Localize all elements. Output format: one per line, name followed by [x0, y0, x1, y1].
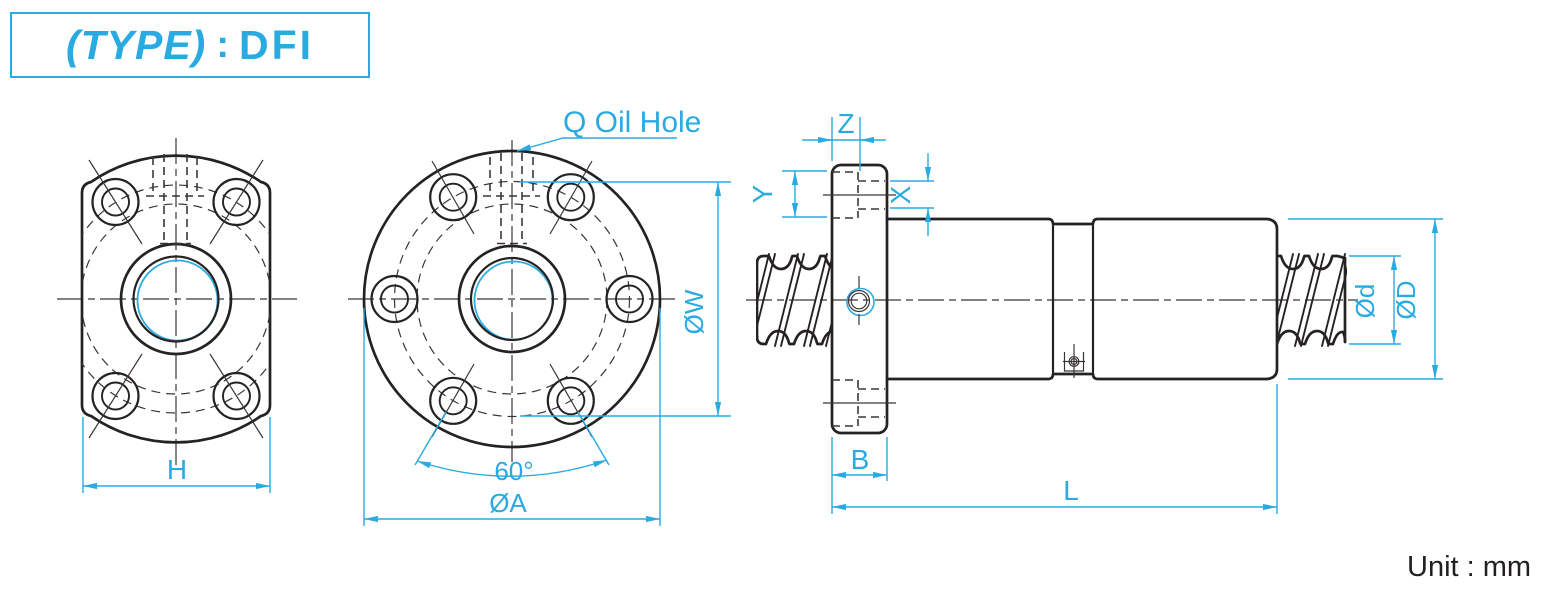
bolt-holes [88, 159, 264, 439]
dim-label-y: Y [747, 184, 778, 203]
screw-thread-left [756, 253, 833, 347]
thread-flank-lines [1277, 253, 1347, 347]
dim-label-x: X [885, 185, 916, 204]
y-dimension: Y [747, 170, 827, 218]
dim-label-w: ØW [679, 289, 709, 334]
type-title-box: (TYPE) : DFI [10, 12, 370, 78]
screw-thread-right [1277, 253, 1347, 347]
d-big-dimension: ØD [1288, 218, 1443, 380]
dim-label-b: B [851, 444, 870, 475]
model-name: DFI [239, 21, 315, 68]
z-dimension: Z [802, 108, 886, 171]
dim-label-l: L [1063, 475, 1079, 506]
d-small-dimension: Ød [1349, 255, 1401, 345]
left-side-view: H [57, 138, 297, 493]
l-dimension: L [831, 384, 1278, 514]
nut-body-outline [885, 217, 1279, 381]
groove-wall-edges [1051, 224, 1095, 374]
w-dimension: ØW [520, 181, 731, 417]
center-bore [457, 244, 567, 354]
angle-dimension: 60° [414, 411, 610, 486]
type-separator: : [216, 23, 229, 66]
oil-hole-callout: Q Oil Hole [516, 106, 701, 152]
unit-note: Unit : mm [1407, 551, 1532, 583]
dim-label-angle: 60° [494, 456, 533, 486]
front-view: Q Oil Hole ØW 60° ØA [348, 106, 731, 526]
bolt-hole-centerlines [823, 194, 896, 404]
h-dimension: H [82, 417, 271, 493]
set-screw [1063, 344, 1085, 378]
a-dimension: ØA [363, 308, 661, 526]
x-dimension: X [885, 153, 934, 236]
bolt-holes [370, 160, 654, 438]
dim-label-h: H [167, 454, 187, 485]
oil-hole-accent [846, 287, 875, 317]
flange-outer-circle [362, 149, 662, 449]
flange-outline [80, 154, 272, 444]
bolt-hole-crosshairs [88, 159, 264, 439]
flange-plate [830, 163, 889, 435]
flange-oil-hole [846, 276, 875, 325]
b-dimension: B [832, 437, 888, 481]
dim-label-d-big: ØD [1391, 281, 1421, 320]
oil-hole-label: Q Oil Hole [563, 106, 701, 139]
bolt-circle-dashed [393, 180, 631, 418]
bolt-hole-crosshairs [431, 160, 593, 438]
section-view: Z Y X B [746, 108, 1443, 514]
dim-label-a: ØA [489, 488, 527, 518]
oil-hole-hidden [483, 153, 540, 245]
dim-label-d-small: Ød [1350, 284, 1380, 319]
thread-flank-lines [756, 253, 833, 347]
type-label: (TYPE) [65, 21, 207, 68]
dim-label-z: Z [837, 108, 854, 139]
oil-hole-hidden [146, 154, 204, 245]
